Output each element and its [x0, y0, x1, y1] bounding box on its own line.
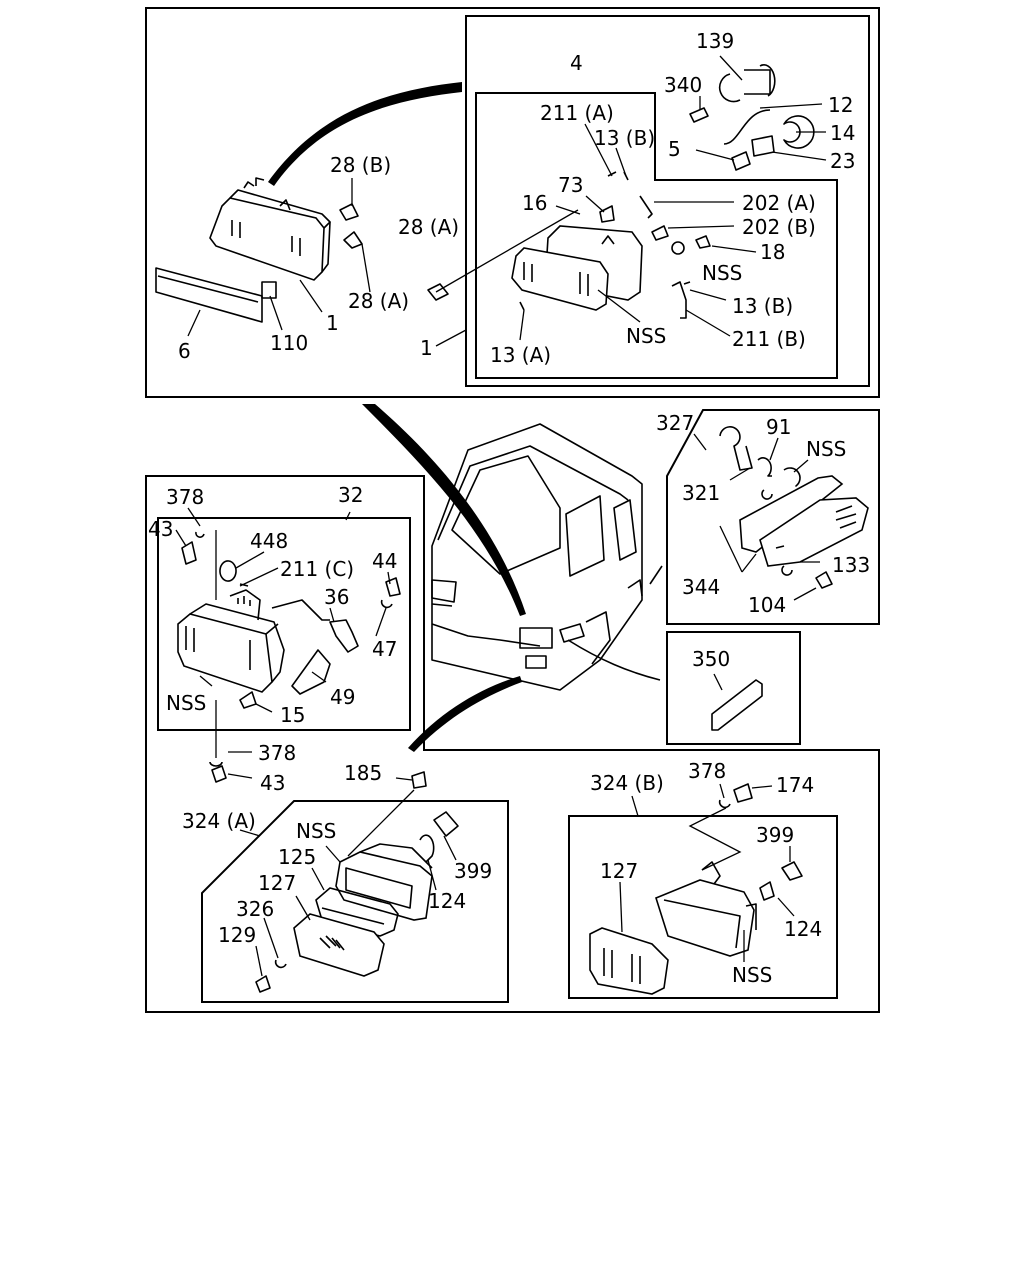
headlamp-assembly-icon — [155, 177, 579, 323]
label-15: 15 — [280, 703, 305, 727]
pointer-tick-side — [649, 565, 663, 585]
label-36: 36 — [324, 585, 349, 609]
label-327: 327 — [656, 411, 694, 435]
label-378-a: 378 — [166, 485, 204, 509]
pointer-arc-headlamp — [268, 82, 462, 186]
label-73: 73 — [558, 173, 583, 197]
label-47: 47 — [372, 637, 397, 661]
label-28a-mid: 28 (A) — [398, 215, 459, 239]
plate-icon-350 — [711, 673, 763, 731]
label-nss-top: NSS — [702, 261, 742, 285]
label-5: 5 — [668, 137, 681, 161]
fog-lamp-324a-icon — [255, 771, 459, 993]
headlamp-section-frame — [145, 7, 880, 398]
truck-cab-icon — [431, 423, 643, 691]
label-nss-324a: NSS — [296, 819, 336, 843]
lower-section-frame — [145, 475, 880, 1013]
leader-lines-top — [187, 55, 827, 347]
label-32: 32 — [338, 483, 363, 507]
label-1b: 1 — [420, 336, 433, 360]
pointer-arc-side — [567, 639, 661, 681]
label-43-a: 43 — [148, 517, 173, 541]
label-44: 44 — [372, 549, 397, 573]
part-labels: 139 4 340 12 211 (A) 14 13 (B) 5 23 73 2… — [148, 29, 870, 987]
label-399-a: 399 — [454, 859, 492, 883]
label-124-b: 124 — [784, 917, 822, 941]
headlamp-detail-inner-frame — [475, 92, 838, 379]
label-nss-right: NSS — [806, 437, 846, 461]
label-378-b: 378 — [258, 741, 296, 765]
label-133: 133 — [832, 553, 870, 577]
label-127-a: 127 — [258, 871, 296, 895]
label-124-a: 124 — [428, 889, 466, 913]
label-129: 129 — [218, 923, 256, 947]
label-202b: 202 (B) — [742, 215, 816, 239]
label-125: 125 — [278, 845, 316, 869]
label-13a: 13 (A) — [490, 343, 551, 367]
label-211c: 211 (C) — [280, 557, 354, 581]
headlamp-detail-outer-frame — [465, 15, 870, 387]
label-13b-top: 13 (B) — [594, 126, 655, 150]
label-6: 6 — [178, 339, 191, 363]
label-139: 139 — [696, 29, 734, 53]
label-14: 14 — [830, 121, 855, 145]
diagram-frames — [145, 7, 880, 1013]
label-13b-mid: 13 (B) — [732, 294, 793, 318]
label-1a: 1 — [326, 311, 339, 335]
fog-lamp-324b-icon — [589, 783, 803, 995]
headlamp-detail-icon — [511, 64, 815, 319]
label-324a: 324 (A) — [182, 809, 256, 833]
label-28b: 28 (B) — [330, 153, 391, 177]
label-324b: 324 (B) — [590, 771, 664, 795]
label-43-b: 43 — [260, 771, 285, 795]
fog-lamp-subframe-32 — [157, 517, 411, 731]
label-378-c: 378 — [688, 759, 726, 783]
label-174: 174 — [776, 773, 814, 797]
pointer-arc-fog-324 — [408, 676, 522, 752]
side-turn-lamp-icon — [719, 426, 869, 589]
label-28a-low: 28 (A) — [348, 289, 409, 313]
label-nss-left: NSS — [166, 691, 206, 715]
label-23: 23 — [830, 149, 855, 173]
label-211a: 211 (A) — [540, 101, 614, 125]
label-211b: 211 (B) — [732, 327, 806, 351]
label-321: 321 — [682, 481, 720, 505]
label-nss-324b: NSS — [732, 963, 772, 987]
label-127-b: 127 — [600, 859, 638, 883]
leader-lines-324a — [239, 777, 457, 977]
label-110: 110 — [270, 331, 308, 355]
label-350: 350 — [692, 647, 730, 671]
fog-lamp-icon — [177, 530, 401, 783]
label-16: 16 — [522, 191, 547, 215]
leader-lines-324b — [619, 783, 795, 962]
label-49: 49 — [330, 685, 355, 709]
label-18: 18 — [760, 240, 785, 264]
label-448: 448 — [250, 529, 288, 553]
leader-lines-fog32 — [175, 507, 391, 779]
fog-lamp-frame-324b — [568, 815, 838, 999]
label-91: 91 — [766, 415, 791, 439]
leader-lines-side — [693, 433, 820, 601]
fog-lamp-frame-324a — [201, 800, 509, 1003]
label-104: 104 — [748, 593, 786, 617]
label-12: 12 — [828, 93, 853, 117]
side-lamp-frame-327 — [666, 409, 880, 625]
label-185: 185 — [344, 761, 382, 785]
label-340: 340 — [664, 73, 702, 97]
label-202a: 202 (A) — [742, 191, 816, 215]
label-344: 344 — [682, 575, 720, 599]
label-399-b: 399 — [756, 823, 794, 847]
label-326: 326 — [236, 897, 274, 921]
plate-frame-350 — [666, 631, 801, 745]
label-nss-mid: NSS — [626, 324, 666, 348]
label-4: 4 — [570, 51, 583, 75]
